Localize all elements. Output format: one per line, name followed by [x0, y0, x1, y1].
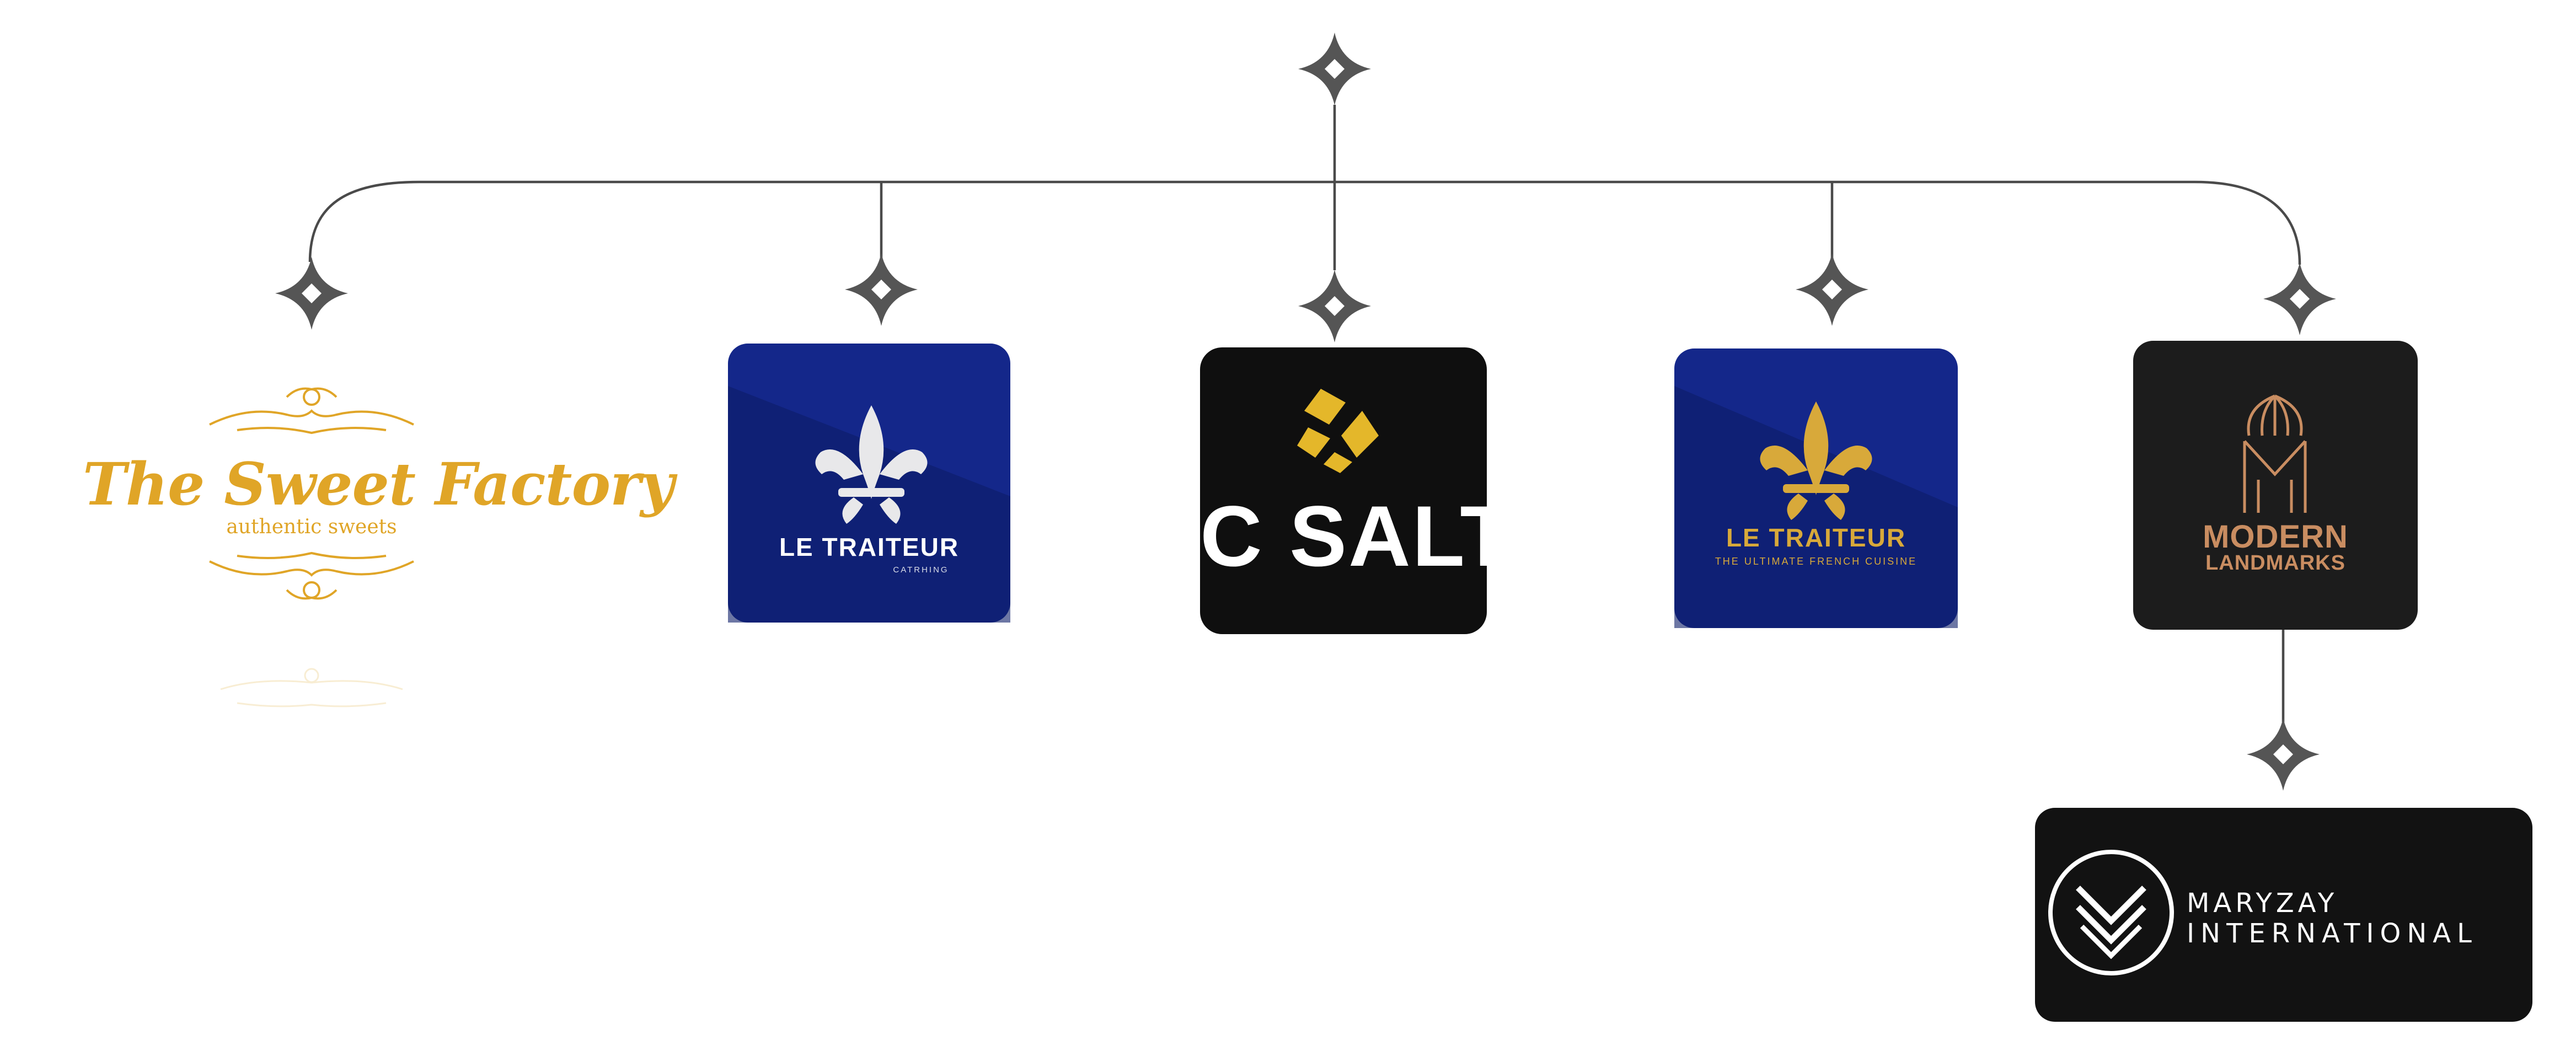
maryzay-line1: MARYZAY — [2187, 888, 2338, 919]
node-diamond-icon — [275, 257, 348, 330]
c-salt-wordmark: C SALT — [1200, 489, 1514, 585]
gold-fleur-de-lis-icon — [1760, 401, 1872, 520]
modern-landmarks-line2: LANDMARKS — [2205, 551, 2345, 575]
le-traiteur-catering-name: LE TRAITEUR — [779, 533, 960, 561]
c-salt-card — [1200, 347, 1487, 634]
c-salt-crystal-icon — [1297, 389, 1379, 473]
fleur-de-lis-icon — [815, 405, 928, 524]
sweet-factory-tagline: authentic sweets — [226, 516, 397, 538]
modern-landmarks-line1: MODERN — [2203, 519, 2348, 555]
le-traiteur-catering-tagline: CATRHING — [893, 565, 949, 575]
node-diamond-icon — [845, 253, 918, 326]
node-diamond-icon — [1298, 270, 1371, 342]
connector-lines — [308, 105, 2301, 722]
root-node-diamond-icon — [1298, 33, 1371, 105]
palm-tower-icon — [2243, 394, 2307, 513]
maryzay-card — [2035, 808, 2532, 1022]
node-diamond-icon — [1796, 253, 1868, 326]
sweet-factory-reflection — [220, 668, 403, 707]
node-diamond-icon — [2247, 718, 2320, 791]
le-traiteur-cuisine-tagline: THE ULTIMATE FRENCH CUISINE — [1715, 556, 1918, 567]
le-traiteur-cuisine-name: LE TRAITEUR — [1726, 523, 1906, 552]
maryzay-line2: INTERNATIONAL — [2187, 918, 2478, 949]
sweet-factory-name: The Sweet Factory — [83, 449, 674, 518]
modern-landmarks-card — [2133, 341, 2418, 630]
maryzay-emblem-icon — [2048, 850, 2174, 975]
node-diamond-icon — [2263, 262, 2336, 335]
sweet-factory-ornament-icon — [209, 387, 414, 600]
